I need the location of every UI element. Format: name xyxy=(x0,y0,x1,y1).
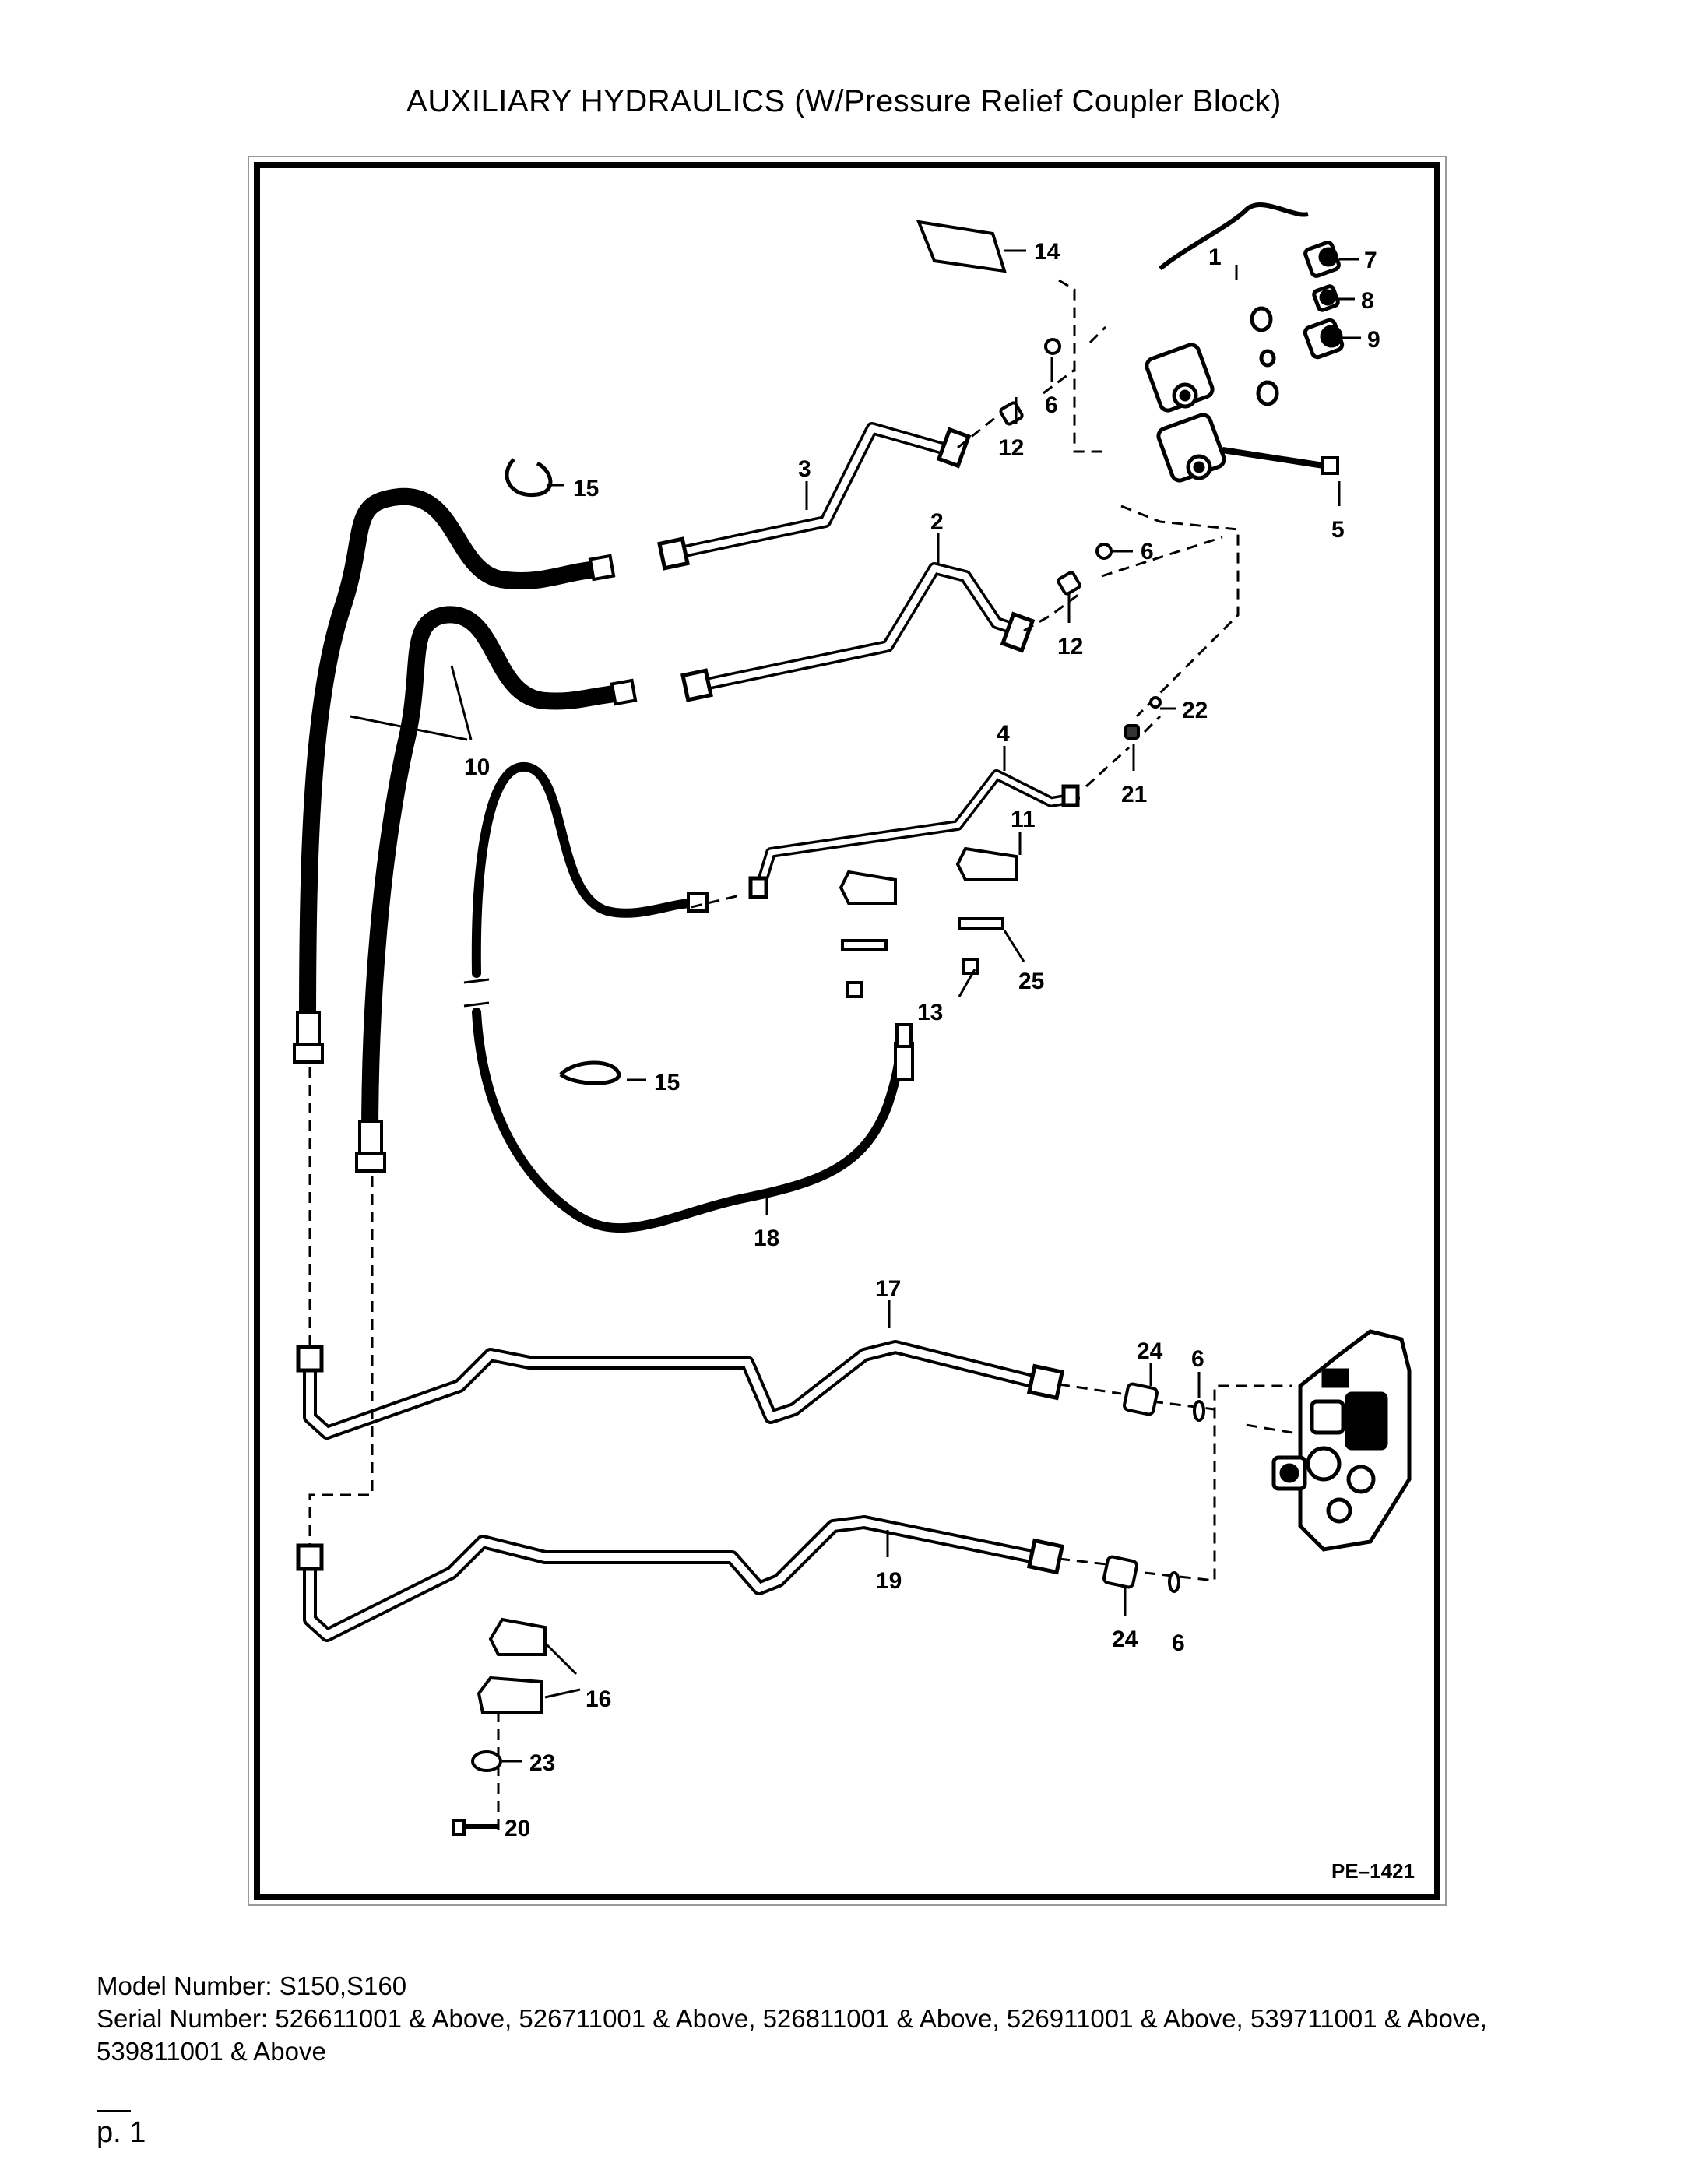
callout-12-top: 12 xyxy=(998,435,1024,461)
callout-25: 25 xyxy=(1018,969,1044,994)
page-number-rule xyxy=(97,2110,131,2112)
tube-17 xyxy=(303,1340,1043,1440)
diagram-frame xyxy=(254,162,1440,1900)
callout-15-upper: 15 xyxy=(573,476,599,501)
tube-4 xyxy=(754,769,1080,897)
callout-numbers: 1 2 3 4 5 6 6 6 6 7 8 9 10 11 12 12 13 1… xyxy=(464,239,1380,1841)
callout-19: 19 xyxy=(876,1568,902,1594)
callout-17: 17 xyxy=(875,1276,901,1302)
callout-12-mid: 12 xyxy=(1057,634,1083,659)
callout-9: 9 xyxy=(1367,327,1380,353)
hose-end-fittings xyxy=(293,554,638,1173)
callout-20: 20 xyxy=(505,1816,530,1841)
hose-10-lower xyxy=(361,606,631,1145)
callout-6-valve-upper: 6 xyxy=(1191,1346,1204,1372)
hose-10-upper xyxy=(299,487,612,1036)
assembly-lines xyxy=(308,279,1293,1830)
callout-1: 1 xyxy=(1208,244,1222,270)
callout-5: 5 xyxy=(1331,517,1345,543)
model-number: Model Number: S150,S160 xyxy=(97,1971,407,2000)
callout-24-lower: 24 xyxy=(1112,1627,1138,1652)
hose-18-break xyxy=(463,978,490,1008)
callout-6-valve-lower: 6 xyxy=(1172,1630,1185,1656)
control-valve xyxy=(1271,1329,1412,1552)
callout-13: 13 xyxy=(917,1000,943,1025)
model-info: Model Number: S150,S160 Serial Number: 5… xyxy=(97,1970,1576,2068)
diagram-outer-frame xyxy=(248,156,1447,1906)
callout-7: 7 xyxy=(1364,248,1377,273)
callout-21: 21 xyxy=(1121,782,1147,807)
callout-11: 11 xyxy=(1011,807,1036,832)
callout-6-mid: 6 xyxy=(1141,539,1154,564)
callout-24-upper: 24 xyxy=(1137,1338,1163,1364)
callout-18: 18 xyxy=(754,1226,779,1251)
page-title: AUXILIARY HYDRAULICS (W/Pressure Relief … xyxy=(406,84,1282,118)
callout-8: 8 xyxy=(1361,288,1374,314)
clamps-16-23-20 xyxy=(452,1617,547,1836)
tube-3 xyxy=(671,422,960,559)
callout-23: 23 xyxy=(529,1750,555,1776)
serial-numbers: Serial Number: 526611001 & Above, 526711… xyxy=(97,2004,1487,2066)
callout-16: 16 xyxy=(586,1686,611,1712)
clamps-11-25-13 xyxy=(839,846,1018,998)
hose-18-fittings xyxy=(687,892,914,1081)
plate-14 xyxy=(916,220,1007,273)
coupler-block-1 xyxy=(1145,202,1309,483)
callout-6-top: 6 xyxy=(1045,392,1058,418)
tie-15-lower xyxy=(559,1060,621,1085)
adapters-24 xyxy=(1102,1382,1205,1593)
callout-14: 14 xyxy=(1034,239,1060,265)
small-fittings xyxy=(999,338,1162,740)
hose-18 xyxy=(471,762,908,1233)
callout-15-lower: 15 xyxy=(654,1070,680,1096)
tube-19 xyxy=(303,1515,1043,1642)
tie-15-upper xyxy=(505,458,553,497)
bolt-5 xyxy=(1222,447,1339,475)
tube-2 xyxy=(695,562,1026,691)
page-number: p. 1 xyxy=(97,2116,146,2149)
callout-2: 2 xyxy=(930,509,944,535)
tube-nuts xyxy=(296,427,1080,1575)
callout-4: 4 xyxy=(997,721,1010,747)
callout-10: 10 xyxy=(464,754,490,780)
callout-22: 22 xyxy=(1182,698,1208,723)
leader-lines xyxy=(350,249,1361,1828)
couplers-7-8-9 xyxy=(1250,241,1345,406)
callout-3: 3 xyxy=(798,456,811,482)
drawing-code: PE–1421 xyxy=(1331,1859,1415,1883)
